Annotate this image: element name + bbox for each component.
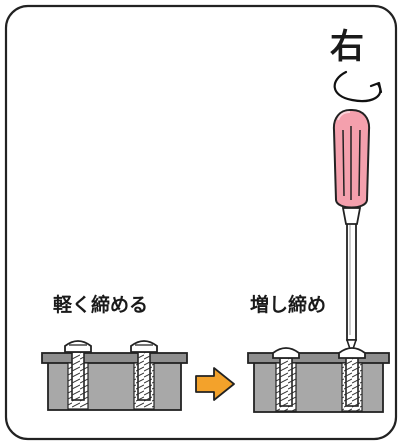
- rotation-arrow-icon: [333, 70, 383, 103]
- loose-caption: 軽く締める: [53, 294, 149, 316]
- frame-border: [4, 4, 398, 441]
- arrow-right-icon: [195, 367, 235, 401]
- screwdriver: [332, 109, 371, 353]
- loose-assembly: [41, 340, 188, 411]
- tightened-caption: 増し締め: [250, 294, 327, 316]
- rotation-direction-label: 右: [330, 27, 364, 67]
- tightened-assembly: [247, 347, 390, 413]
